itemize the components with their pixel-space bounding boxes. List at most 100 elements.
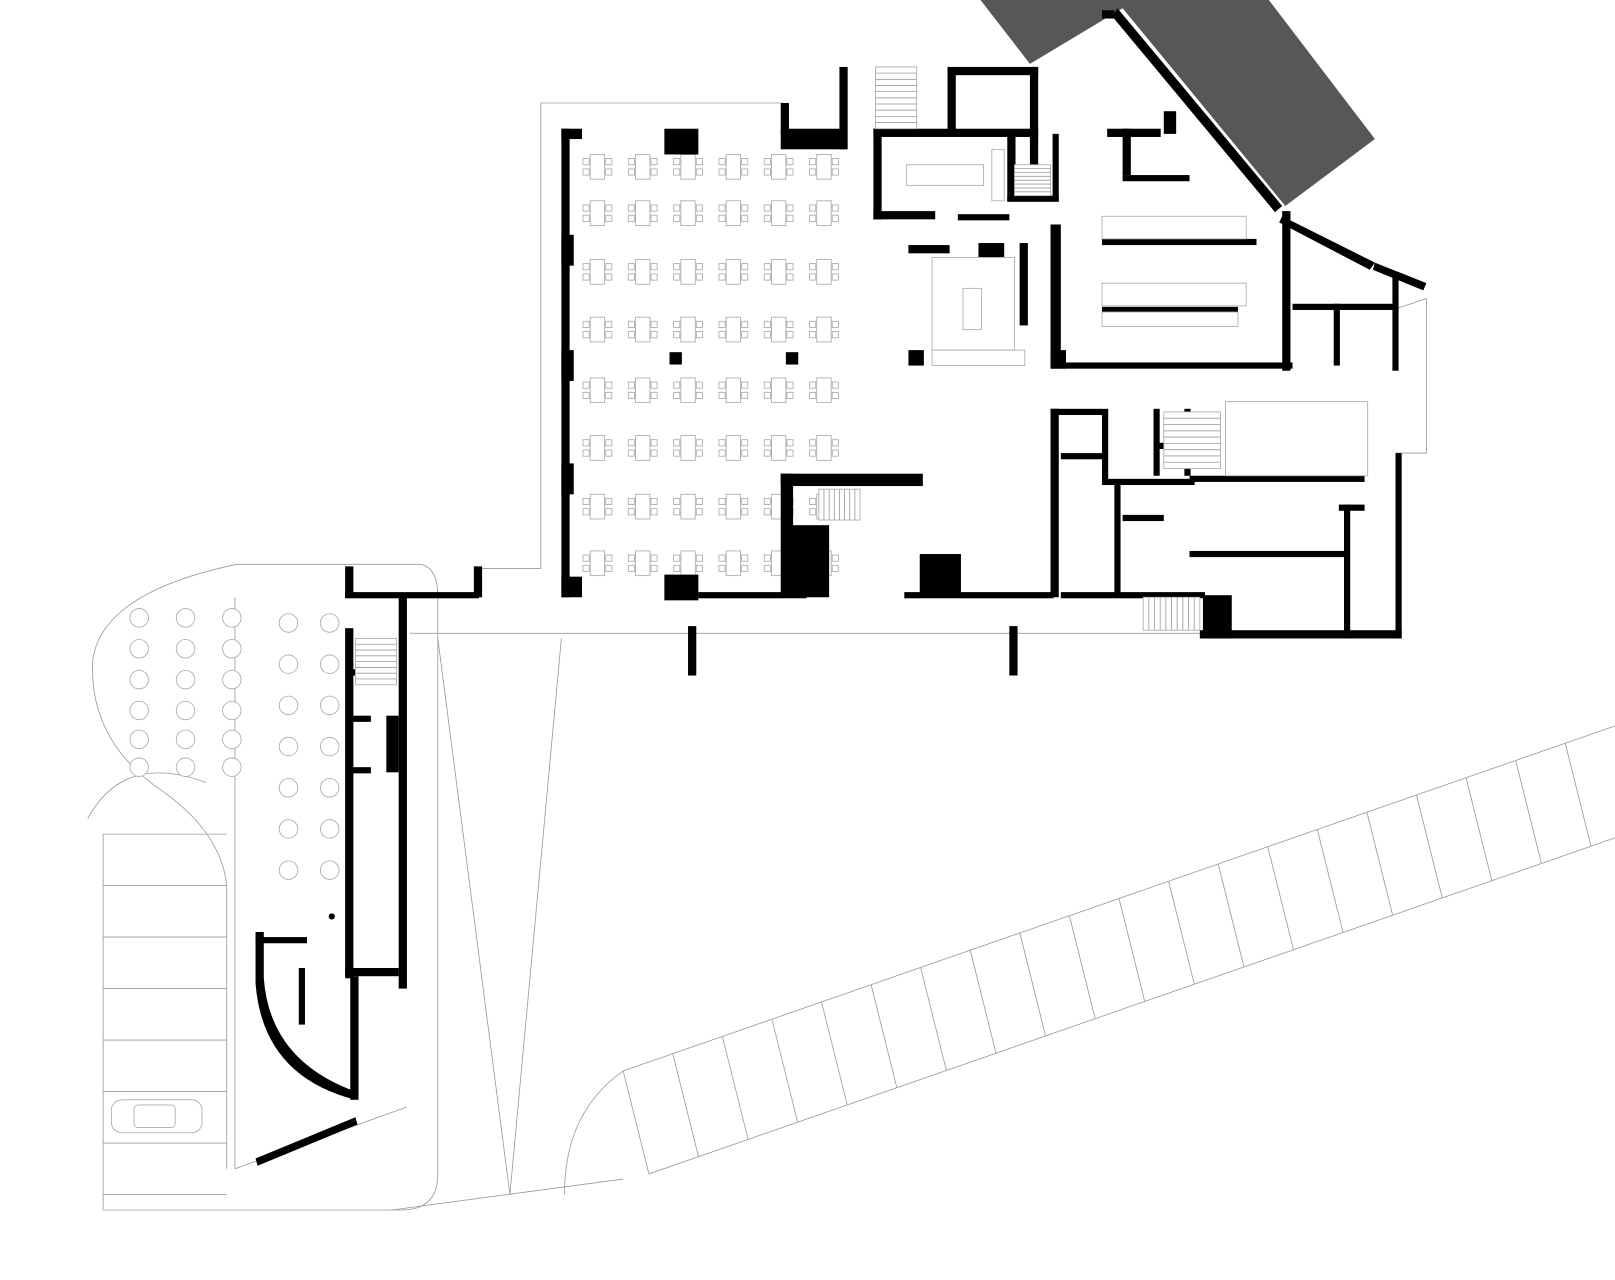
chair [627, 331, 635, 339]
chair [809, 168, 817, 176]
dining-table [582, 435, 613, 461]
dining-table [763, 259, 794, 285]
chair [786, 381, 794, 389]
chair [831, 381, 839, 389]
chair [627, 449, 635, 457]
chair [673, 439, 681, 447]
chair [718, 158, 726, 166]
chair [673, 449, 681, 457]
chair [673, 564, 681, 572]
parking-line [672, 1053, 699, 1157]
chair [763, 320, 771, 328]
chair [582, 564, 590, 572]
chair [695, 554, 703, 562]
table-top [635, 316, 651, 343]
chair [582, 508, 590, 516]
dining-table [718, 154, 749, 180]
parking-line [1564, 743, 1592, 847]
terrace-table [320, 819, 340, 839]
chair [831, 214, 839, 222]
terrace-table [320, 778, 340, 798]
parking-line [1168, 881, 1195, 985]
stair-outline [1163, 411, 1221, 469]
chair [741, 168, 749, 176]
table-top [816, 200, 832, 226]
chair [673, 204, 681, 212]
chair [695, 204, 703, 212]
chair [718, 554, 726, 562]
chair [831, 273, 839, 281]
parking-line [870, 984, 898, 1088]
terrace-table [222, 669, 242, 690]
chair [650, 564, 658, 572]
terrace-table [129, 757, 149, 777]
dining-table [763, 377, 794, 404]
chair [605, 381, 613, 389]
chair [741, 263, 749, 271]
dining-table [718, 316, 749, 343]
chair [650, 391, 658, 399]
table-top [771, 316, 787, 343]
chair [831, 391, 839, 399]
chair [831, 320, 839, 328]
chair [831, 449, 839, 457]
chair [831, 168, 839, 176]
terrace-table [175, 729, 196, 750]
chair [650, 381, 658, 389]
parking-line [1416, 794, 1443, 899]
table-top [771, 200, 787, 226]
parking-line [771, 1019, 799, 1123]
chair [718, 439, 726, 447]
chair [582, 391, 590, 399]
terrace-table [129, 608, 149, 628]
chair [627, 554, 635, 562]
dining-table [809, 200, 839, 226]
chair [627, 508, 635, 516]
table-top [725, 435, 741, 461]
chair [741, 554, 749, 562]
chair [831, 158, 839, 166]
dining-tables [582, 154, 839, 577]
chair [582, 263, 590, 271]
chair [809, 497, 817, 505]
terrace-table [222, 700, 242, 721]
chair [786, 449, 794, 457]
chair [627, 391, 635, 399]
chair [695, 320, 703, 328]
chair [809, 391, 817, 399]
terrace-table [320, 654, 340, 674]
terrace-table [278, 860, 299, 880]
chair [673, 381, 681, 389]
chair [718, 168, 726, 176]
parking-line [622, 1070, 650, 1175]
chair [741, 439, 749, 447]
chair [627, 273, 635, 281]
table-top [725, 259, 741, 285]
chair [650, 263, 658, 271]
chair [582, 331, 590, 339]
terrace-table [320, 860, 340, 880]
chair [763, 449, 771, 457]
dining-table [809, 259, 839, 285]
chair [605, 204, 613, 212]
chair [582, 449, 590, 457]
chair [582, 168, 590, 176]
chair [650, 508, 658, 516]
chair [650, 158, 658, 166]
car-icon [110, 1099, 203, 1134]
dining-table [763, 435, 794, 461]
chair [741, 273, 749, 281]
chair [809, 331, 817, 339]
chair [650, 273, 658, 281]
parking-line [721, 1036, 749, 1140]
chair [582, 320, 590, 328]
table-top [725, 493, 741, 520]
chair [718, 273, 726, 281]
chair [763, 331, 771, 339]
dining-table [582, 493, 613, 520]
table-top [680, 377, 696, 404]
dining-table [809, 377, 839, 404]
dining-table [718, 377, 749, 404]
parking-line [969, 950, 997, 1054]
chair [695, 449, 703, 457]
